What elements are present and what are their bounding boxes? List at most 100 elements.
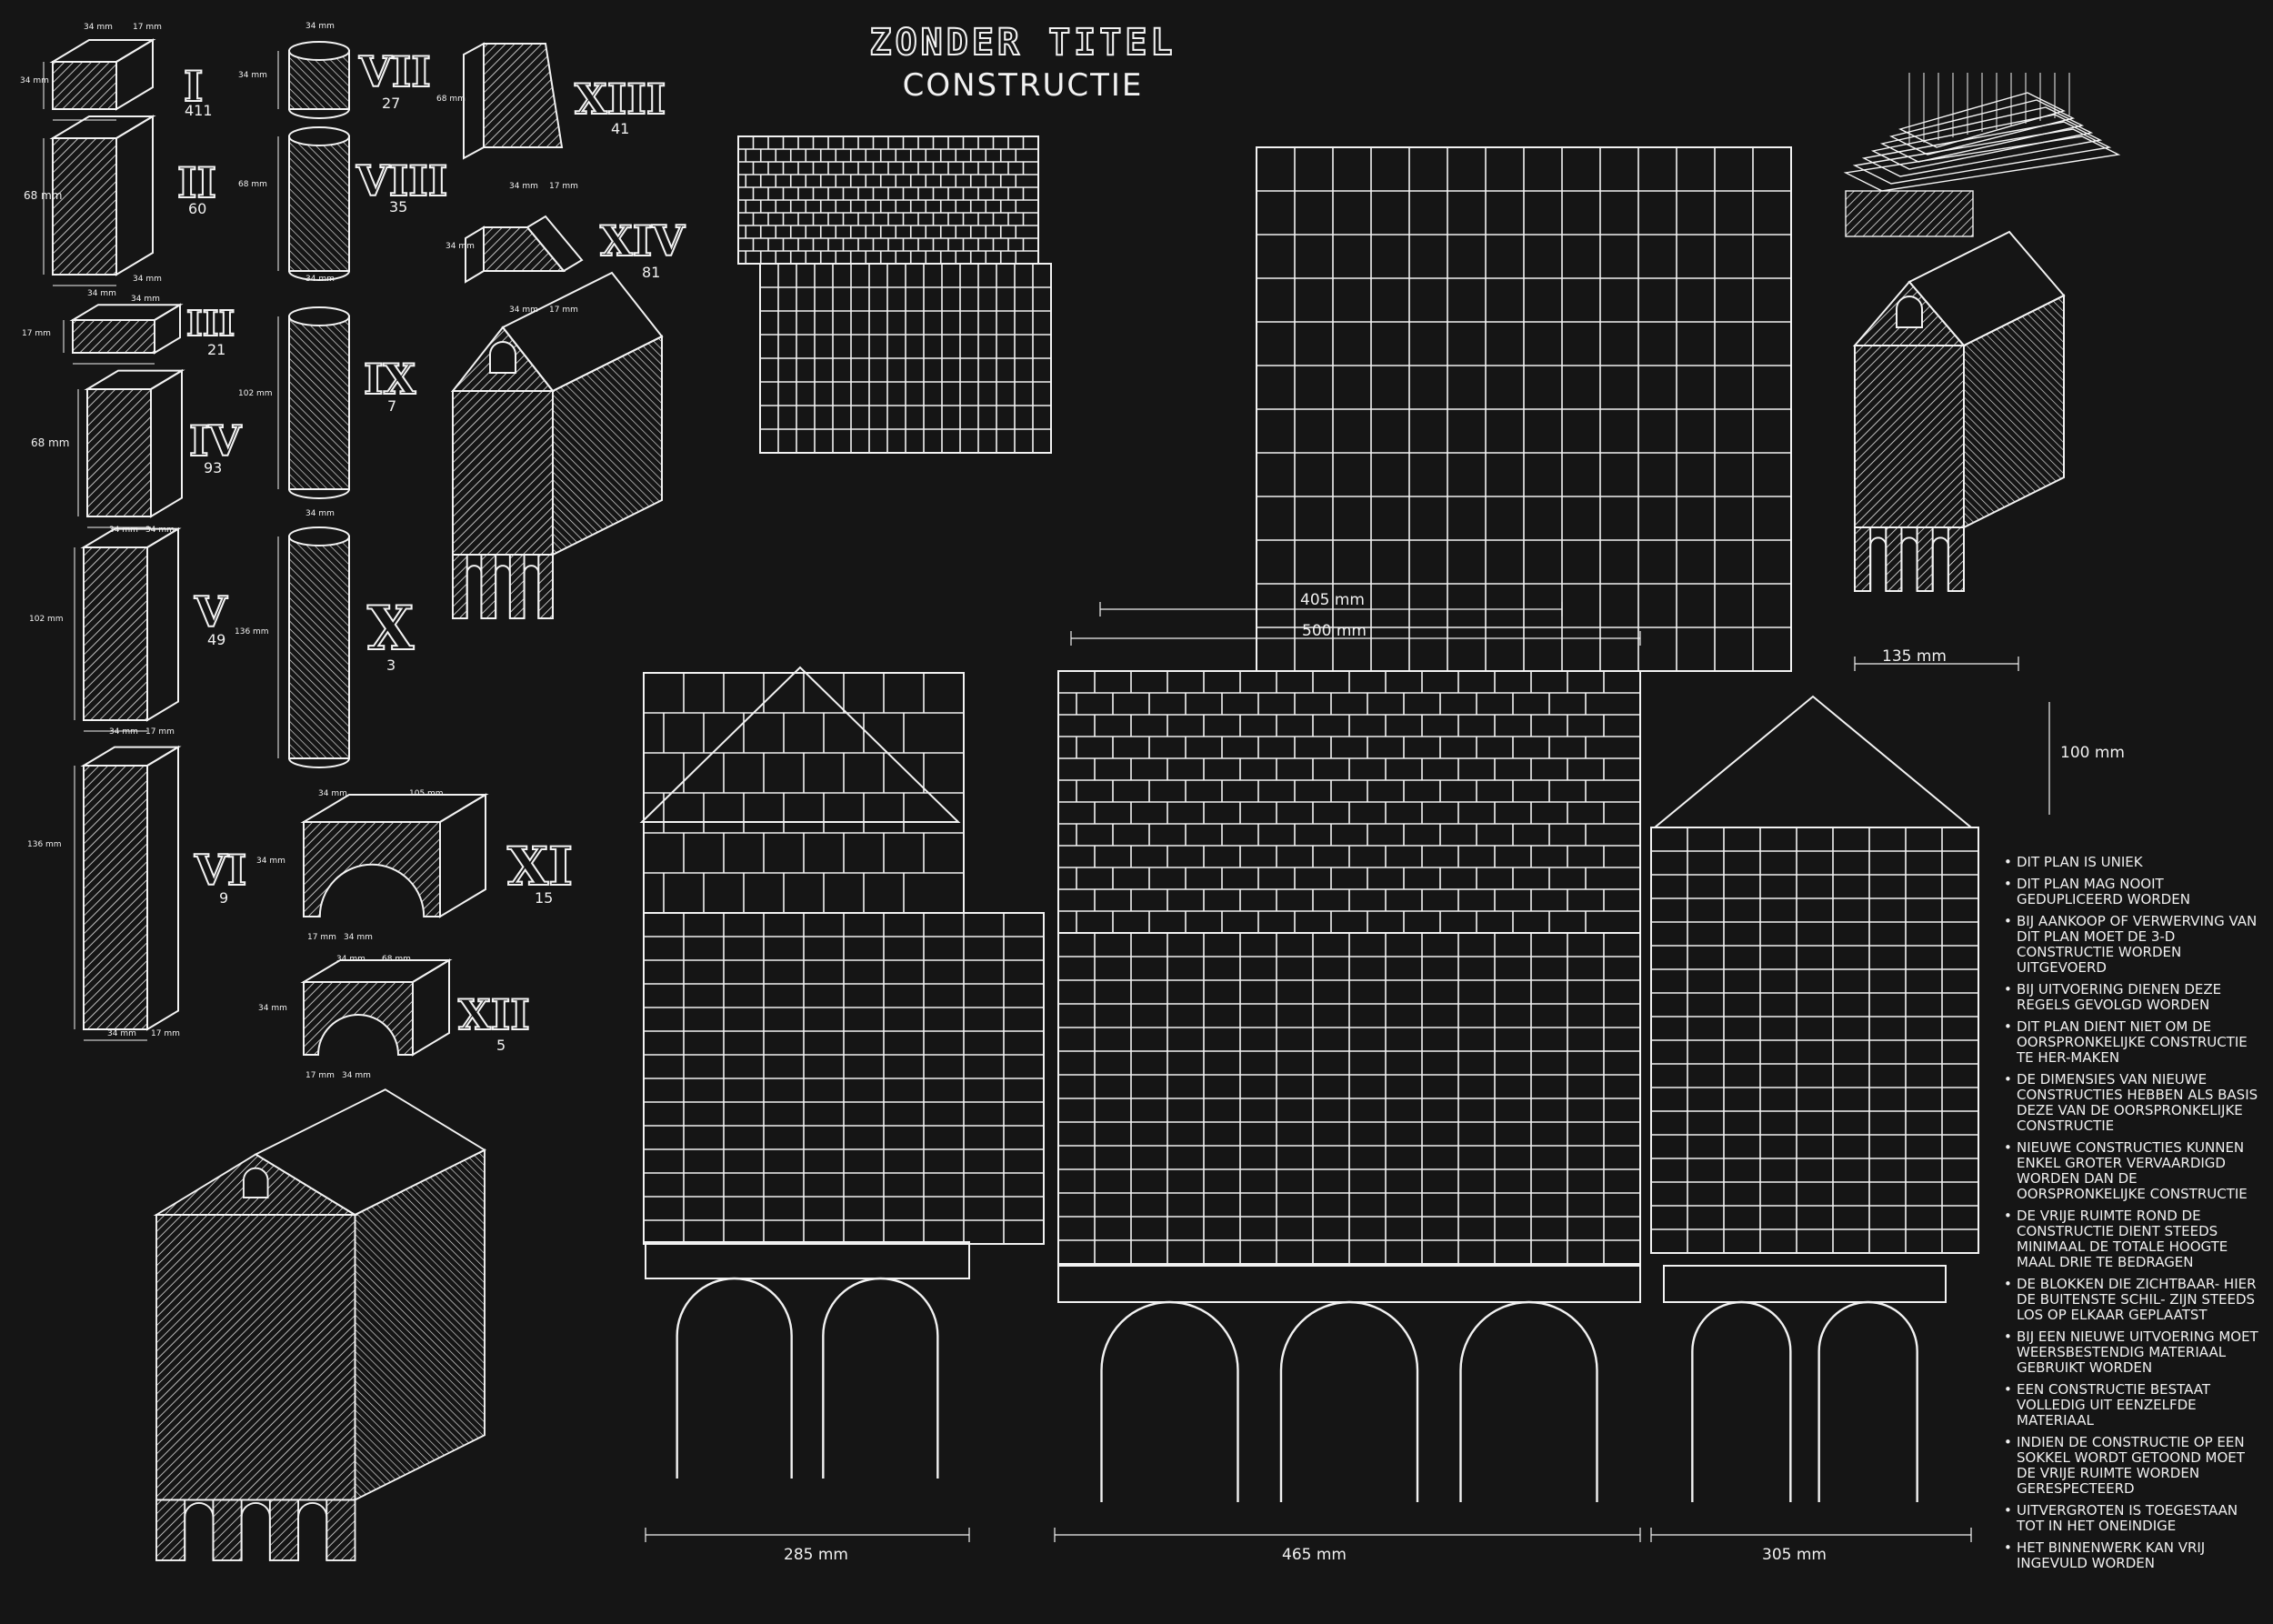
rule-item: De dimensies van nieuwe constructies heb…	[2004, 1072, 2268, 1134]
iso-view-large-leg	[155, 1499, 186, 1561]
stepped-layer	[1861, 121, 2103, 177]
block-numeral-xii: XII	[457, 990, 531, 1039]
arcade-left-arch	[822, 1278, 939, 1479]
block-v-depth: 17 mm	[145, 727, 175, 737]
rule-item: De blokken die zichtbaar- hier de buiten…	[2004, 1277, 2268, 1323]
block-viii-height: 68 mm	[238, 180, 267, 189]
dimension-500mm: 500 mm	[1302, 622, 1367, 640]
block-xiv-side	[465, 226, 485, 284]
dimension-100mm: 100 mm	[2060, 744, 2125, 762]
block-ii-height: 68 mm	[24, 189, 63, 202]
block-xiii-depth: 17 mm	[549, 182, 578, 191]
block-x-height: 136 mm	[235, 627, 269, 637]
block-count-xi: 15	[535, 889, 554, 907]
stepped-layer	[1898, 92, 2066, 148]
iso-view-right-leg	[1916, 526, 1934, 592]
iso-view-large	[153, 1088, 486, 1561]
iso-view-small-front	[452, 390, 554, 556]
block-xii-width: 34 mm	[336, 955, 365, 964]
rule-item: Bij uitvoering dienen deze regels gevolg…	[2004, 982, 2268, 1013]
block-xi-height: 34 mm	[256, 857, 285, 866]
rule-item: Bij een nieuwe uitvoering moet weersbest…	[2004, 1329, 2268, 1376]
elevation-left-lower	[643, 912, 1045, 1245]
block-count-xiii: 41	[611, 120, 630, 137]
iso-view-large-leg	[268, 1499, 300, 1561]
block-numeral-x: X	[366, 593, 415, 664]
block-x-top	[288, 526, 350, 546]
block-count-x: 3	[386, 657, 396, 674]
block-ix-body	[288, 316, 350, 490]
block-numeral-iii: III	[185, 303, 235, 344]
block-xiv-top	[526, 215, 584, 273]
arcade-right-arch	[1817, 1300, 1918, 1502]
block-xiv-face	[483, 226, 566, 272]
block-i-front	[52, 61, 117, 110]
elevation-left-gable	[639, 666, 961, 823]
block-viii-body	[288, 135, 350, 272]
block-viii-top	[288, 126, 350, 146]
iso-view-right-side	[1963, 294, 2065, 529]
isometric-views	[153, 73, 2121, 1561]
block-count-iii: 21	[207, 341, 226, 358]
block-xi-top	[300, 794, 489, 823]
dimension-405mm: 405 mm	[1300, 591, 1365, 609]
dimension-305mm: 305 mm	[1762, 1546, 1827, 1564]
block-v-front	[83, 546, 148, 721]
block-numeral-iv: IV	[188, 416, 242, 466]
block-iv-height: 68 mm	[31, 436, 70, 449]
block-iii-depth: 34 mm	[131, 295, 160, 304]
iso-view-large-leg	[212, 1499, 243, 1561]
stepped-layer	[1870, 114, 2094, 170]
block-numeral-v: V	[194, 587, 228, 637]
block-xii-side	[412, 958, 450, 1057]
stepped-base	[1845, 190, 1974, 237]
rule-item: Dit plan mag nooit gedupliceerd worden	[2004, 877, 2268, 907]
iso-view-large-arch	[240, 1502, 271, 1561]
block-count-i: 411	[185, 102, 213, 119]
block-xi-depth: 34 mm	[344, 933, 373, 942]
iso-view-right-front	[1854, 345, 1965, 528]
block-vii-bottom	[288, 108, 350, 119]
rule-item: Indien de constructie op een sokkel word…	[2004, 1435, 2268, 1497]
block-vi-side	[146, 745, 179, 1031]
block-x-width: 34 mm	[305, 509, 335, 518]
iso-view-large-window	[243, 1167, 269, 1198]
block-ix-bottom	[288, 488, 350, 499]
rule-item: Dit plan is uniek	[2004, 855, 2268, 871]
block-numeral-viii: VIII	[355, 156, 448, 206]
block-xi-length: 105 mm	[409, 789, 444, 798]
block-count-ix: 7	[387, 397, 397, 415]
block-xi-width: 34 mm	[318, 789, 347, 798]
block-numeral-i: I	[183, 62, 204, 111]
iso-view-small	[450, 271, 664, 619]
iso-view-right-window	[1896, 296, 1923, 328]
block-xii-height: 34 mm	[258, 1004, 287, 1013]
iso-view-right	[1852, 230, 2066, 592]
block-iii-height: 17 mm	[22, 329, 51, 338]
block-vi-depth: 17 mm	[151, 1029, 180, 1038]
block-i-width: 34 mm	[84, 23, 113, 32]
block-xiv-height: 34 mm	[446, 242, 475, 251]
block-i-side	[115, 38, 154, 111]
block-iii-front	[72, 319, 155, 354]
iso-view-large-arch	[184, 1502, 215, 1561]
block-xiii-width: 34 mm	[509, 182, 538, 191]
block-xiii-side	[463, 42, 485, 160]
block-v-side	[146, 526, 179, 722]
rule-item: Uitvergroten is toegestaan tot in het on…	[2004, 1503, 2268, 1534]
iso-view-small-arch	[495, 565, 511, 618]
block-count-iv: 93	[204, 459, 223, 476]
construction-rules: Dit plan is uniek Dit plan mag nooit ged…	[2004, 855, 2268, 1578]
block-numeral-ii: II	[176, 158, 217, 207]
block-ix-height: 102 mm	[238, 389, 273, 398]
iso-view-right-leg	[1885, 526, 1903, 592]
iso-view-small-window	[489, 341, 516, 374]
block-v-width: 34 mm	[109, 727, 138, 737]
iso-view-large-leg	[325, 1499, 356, 1561]
page-subtitle: CONSTRUCTIE	[902, 67, 1144, 104]
iso-view-right-leg	[1947, 526, 1965, 592]
block-count-vi: 9	[219, 889, 229, 907]
block-count-vii: 27	[382, 95, 401, 112]
rule-item: Nieuwe constructies kunnen enkel groter …	[2004, 1140, 2268, 1202]
